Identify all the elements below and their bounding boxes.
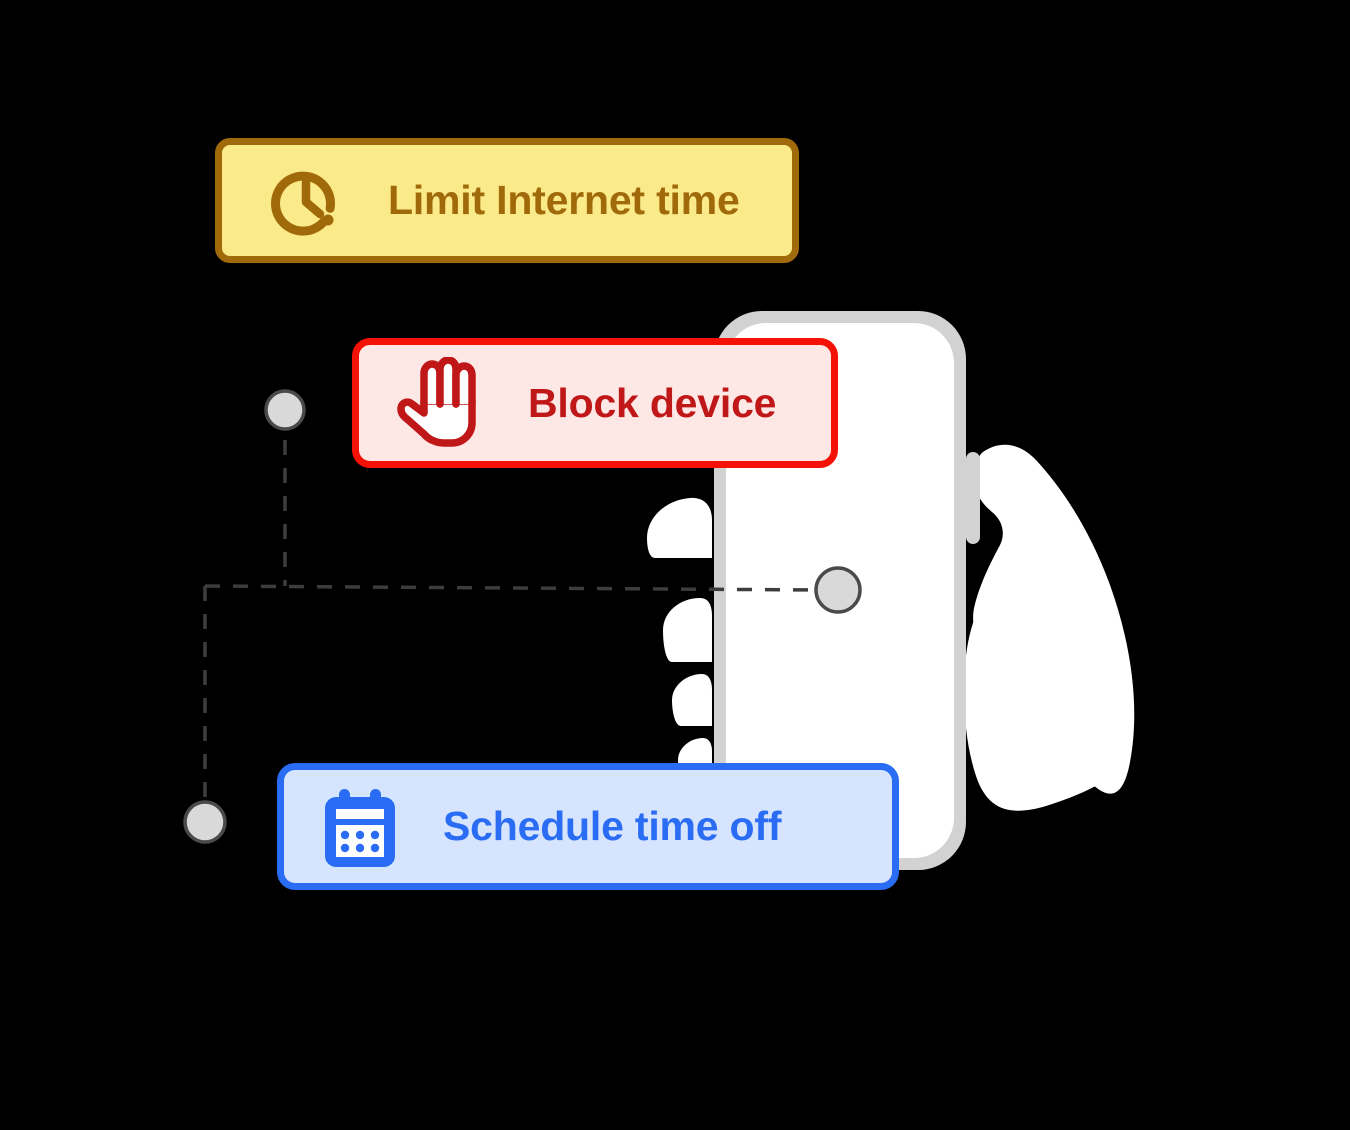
badge-block-device[interactable]: Block device [352, 338, 838, 468]
schedule-anchor-dot[interactable] [183, 800, 227, 844]
phone-screen-target-dot[interactable] [814, 566, 862, 614]
finger-tip-1 [647, 497, 712, 558]
badge-schedule-time-off-label: Schedule time off [443, 803, 782, 849]
connector-horizontal-to-phone [204, 584, 821, 592]
connector-dots [183, 389, 862, 844]
calendar-icon [318, 785, 402, 869]
finger-tips-group [647, 497, 712, 780]
finger-tip-2 [663, 598, 712, 662]
phone-side-button [966, 452, 980, 544]
thumb-palm-shape [973, 444, 1135, 794]
badge-limit-internet-time-label: Limit Internet time [388, 177, 740, 223]
palm-heel-shape [964, 606, 1125, 811]
raised-hand-icon [394, 356, 486, 449]
badge-schedule-time-off[interactable]: Schedule time off [277, 763, 899, 890]
block-device-anchor-dot[interactable] [264, 389, 306, 431]
clock-icon [264, 159, 348, 243]
finger-tip-3 [672, 674, 712, 726]
badge-limit-internet-time[interactable]: Limit Internet time [215, 138, 799, 263]
badge-block-device-label: Block device [528, 379, 777, 426]
connector-lines [203, 412, 821, 806]
